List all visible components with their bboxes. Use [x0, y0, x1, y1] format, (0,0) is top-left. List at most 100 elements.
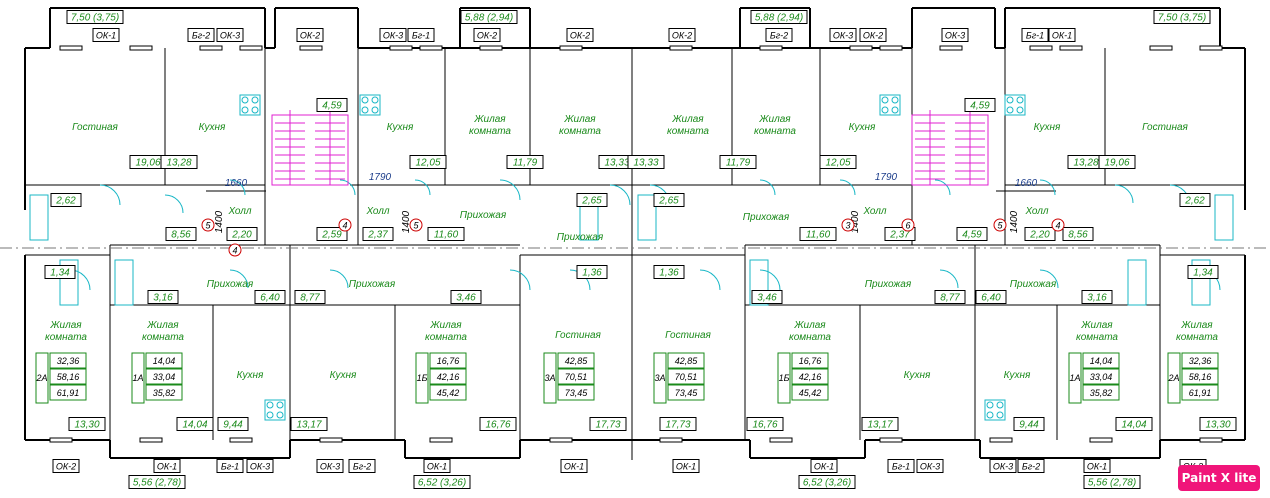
vent-label-frame: [348, 459, 376, 473]
apartment-value-frame: [145, 368, 183, 385]
room-area-frame: [653, 265, 685, 279]
room-area-frame: [44, 265, 76, 279]
room-label: Холл: [227, 206, 251, 217]
burner: [986, 401, 994, 409]
stove-icon: [359, 94, 381, 116]
apartment-code: 2А: [35, 373, 47, 383]
room-area: 3,46: [757, 293, 777, 304]
stove-icon: [1004, 94, 1026, 116]
balcony-area-frame: [750, 10, 808, 24]
bedroom-label: Жилая: [1180, 320, 1213, 331]
marker-number: 3: [845, 221, 850, 231]
room-area: 3,16: [153, 293, 173, 304]
room-area: 2,65: [658, 196, 679, 207]
vent-label: ОК-2: [570, 31, 590, 41]
room-area-frame: [751, 290, 783, 304]
vent-label-frame: [916, 459, 944, 473]
door-swing: [414, 179, 431, 196]
apartment-value: 42,16: [437, 372, 460, 382]
vent-label: Бг-2: [1022, 462, 1040, 472]
room-area-frame: [1062, 227, 1094, 241]
room-area-frame: [290, 417, 328, 431]
room-area: 13,30: [74, 420, 99, 431]
vent-label-frame: [246, 459, 274, 473]
room-area: 14,04: [1121, 420, 1146, 431]
room-area: 16,76: [752, 420, 777, 431]
room-area-frame: [217, 417, 249, 431]
apartment-value: 73,45: [565, 388, 589, 398]
bathtub-icon: [59, 259, 79, 306]
dimension-label: 1400: [401, 210, 412, 233]
burner: [251, 106, 259, 114]
marker-circle: [228, 243, 242, 257]
window-top: [1059, 45, 1083, 51]
marker-circle: [841, 218, 855, 232]
stove-icon: [264, 399, 286, 421]
apartment-value-frame: [557, 384, 595, 401]
dimension-label: 1790: [369, 172, 392, 183]
balcony-area: 7,50 (3,75): [71, 13, 119, 24]
bedroom-label: Жилая: [671, 114, 704, 125]
room-area: 1,34: [1193, 268, 1213, 279]
vent-label-frame: [829, 28, 857, 42]
room-area-frame: [719, 155, 757, 169]
vent-label: ОК-1: [564, 462, 584, 472]
burner: [1016, 96, 1024, 104]
bedroom-label: Жилая: [793, 320, 826, 331]
burner: [276, 401, 284, 409]
room-label: Прихожая: [1010, 279, 1057, 290]
room-area: 4,59: [970, 101, 990, 112]
balcony-area: 5,56 (2,78): [1088, 478, 1136, 489]
vent-label-frame: [407, 28, 435, 42]
room-area: 3,16: [1087, 293, 1107, 304]
vent-label: Бг-1: [1026, 31, 1044, 41]
room-label: Гостиная: [72, 122, 118, 133]
door-swing: [509, 269, 531, 291]
window-top: [939, 45, 963, 51]
marker-circle: [901, 218, 915, 232]
room-label: Кухня: [1004, 370, 1031, 381]
room-label: Кухня: [1034, 122, 1061, 133]
apartment-value-frame: [145, 352, 183, 369]
apartment-value-frame: [1181, 368, 1219, 385]
room-label: Прихожая: [349, 279, 396, 290]
apartment-value-frame: [49, 384, 87, 401]
vent-label: ОК-3: [320, 462, 340, 472]
room-area: 14,04: [182, 420, 207, 431]
room-area: 2,62: [1184, 196, 1205, 207]
vent-label: Бг-2: [770, 31, 788, 41]
window-bottom: [549, 437, 573, 443]
marker-circle: [409, 218, 423, 232]
apartment-value-frame: [49, 352, 87, 369]
room-area-frame: [659, 417, 697, 431]
balcony-area-frame: [798, 475, 856, 489]
room-area: 13,17: [867, 420, 892, 431]
door-swing: [329, 269, 349, 289]
door-swing: [99, 184, 121, 206]
burner: [371, 106, 379, 114]
burner: [986, 411, 994, 419]
room-area: 2,37: [889, 230, 910, 241]
vent-label-frame: [316, 459, 344, 473]
room-area: 13,28: [1073, 158, 1098, 169]
vent-label-frame: [296, 28, 324, 42]
vent-label-frame: [1017, 459, 1045, 473]
door-swing: [609, 184, 631, 206]
room-area: 17,73: [595, 420, 620, 431]
burner: [276, 411, 284, 419]
window-top: [479, 45, 503, 51]
room-area-frame: [176, 417, 214, 431]
apartment-value: 32,36: [57, 356, 80, 366]
room-area-frame: [68, 417, 106, 431]
apartment-value: 35,82: [153, 388, 176, 398]
marker-number: 4: [342, 221, 347, 231]
bedroom-label: комната: [142, 332, 184, 343]
room-area-frame: [746, 417, 784, 431]
bedroom-label: комната: [754, 126, 796, 137]
room-area-frame: [479, 417, 517, 431]
vent-label: ОК-3: [920, 462, 940, 472]
room-area: 16,76: [485, 420, 510, 431]
apartment-value-frame: [145, 384, 183, 401]
room-area-frame: [147, 290, 179, 304]
apartment-value: 14,04: [1090, 356, 1113, 366]
